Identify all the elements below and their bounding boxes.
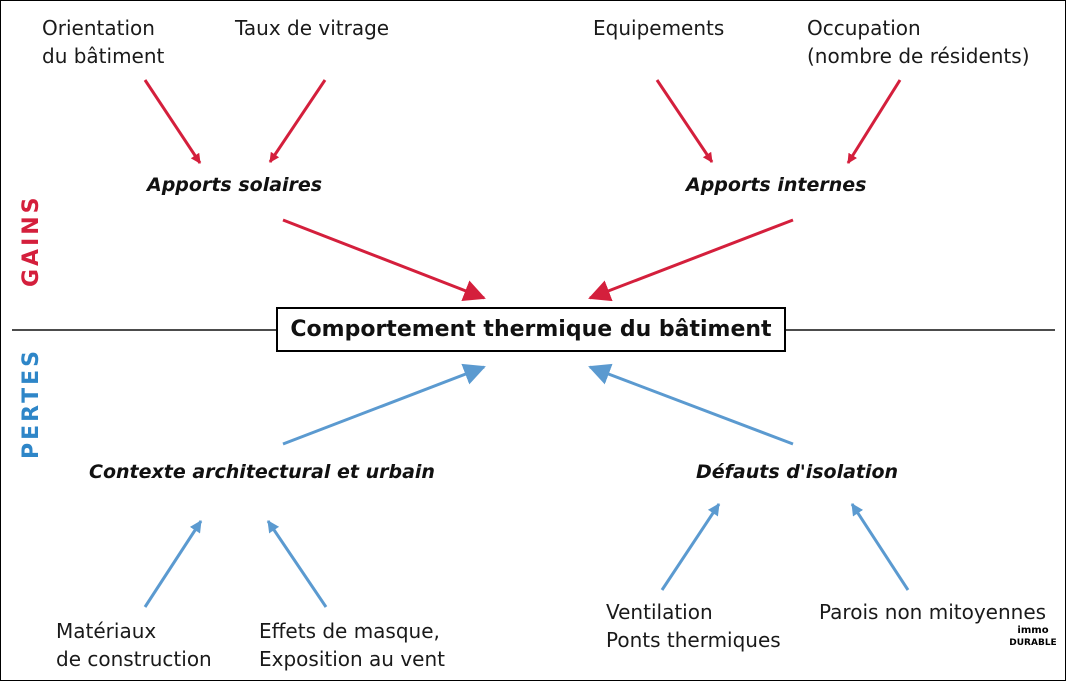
- factor-glazing-line1: Taux de vitrage: [235, 16, 390, 40]
- immo-durable-logo: immo DURABLE: [1004, 624, 1062, 650]
- arrow-materials-to-context: [143, 520, 203, 608]
- arrow-ventilation-to-insulation: [660, 503, 721, 591]
- factor-orientation-line2: du bâtiment: [42, 44, 165, 68]
- logo-line2: DURABLE: [1009, 638, 1057, 648]
- category-context: Contexte architectural et urbain: [89, 461, 435, 483]
- factor-masking-line2: Exposition au vent: [259, 647, 445, 671]
- logo-line1: immo: [1017, 625, 1049, 636]
- factor-occupation: Occupation (nombre de résidents): [807, 14, 1030, 70]
- factor-orientation-line1: Orientation: [42, 16, 155, 40]
- arrow-walls-to-insulation: [850, 503, 910, 591]
- gains-side-label: GAINS: [19, 194, 44, 287]
- category-internal-gains: Apports internes: [686, 174, 867, 196]
- arrow-insulation-to-center: [588, 363, 794, 446]
- arrow-orientation-to-solar: [143, 79, 202, 164]
- factor-orientation: Orientation du bâtiment: [42, 14, 164, 70]
- arrow-masking-to-context: [266, 520, 328, 608]
- factor-equipment-line1: Equipements: [593, 16, 725, 40]
- category-insulation: Défauts d'isolation: [696, 461, 899, 483]
- losses-side-label: PERTES: [19, 348, 44, 459]
- factor-ventilation: Ventilation Ponts thermiques: [606, 598, 781, 654]
- factor-materials: Matériaux de construction: [56, 617, 212, 673]
- factor-occupation-line2: (nombre de résidents): [807, 44, 1030, 68]
- arrow-context-to-center: [282, 363, 486, 446]
- factor-masking-line1: Effets de masque,: [259, 619, 440, 643]
- factor-ventilation-line2: Ponts thermiques: [606, 628, 781, 652]
- center-title: Comportement thermique du bâtiment: [290, 317, 772, 342]
- factor-masking: Effets de masque, Exposition au vent: [259, 617, 445, 673]
- center-title-box: Comportement thermique du bâtiment: [276, 307, 786, 352]
- factor-walls-line1: Parois non mitoyennes: [819, 600, 1047, 624]
- category-solar-gains: Apports solaires: [147, 174, 323, 196]
- arrow-occupation-to-internal: [846, 79, 902, 164]
- factor-materials-line1: Matériaux: [56, 619, 157, 643]
- arrow-internal-to-center: [588, 218, 794, 302]
- factor-ventilation-line1: Ventilation: [606, 600, 713, 624]
- arrow-glazing-to-solar: [268, 79, 327, 163]
- factor-occupation-line1: Occupation: [807, 16, 921, 40]
- factor-walls: Parois non mitoyennes: [819, 598, 1046, 626]
- factor-equipment: Equipements: [593, 14, 724, 42]
- arrow-equipment-to-internal: [655, 79, 714, 163]
- arrow-solar-to-center: [282, 218, 486, 302]
- factor-glazing: Taux de vitrage: [235, 14, 389, 42]
- factor-materials-line2: de construction: [56, 647, 212, 671]
